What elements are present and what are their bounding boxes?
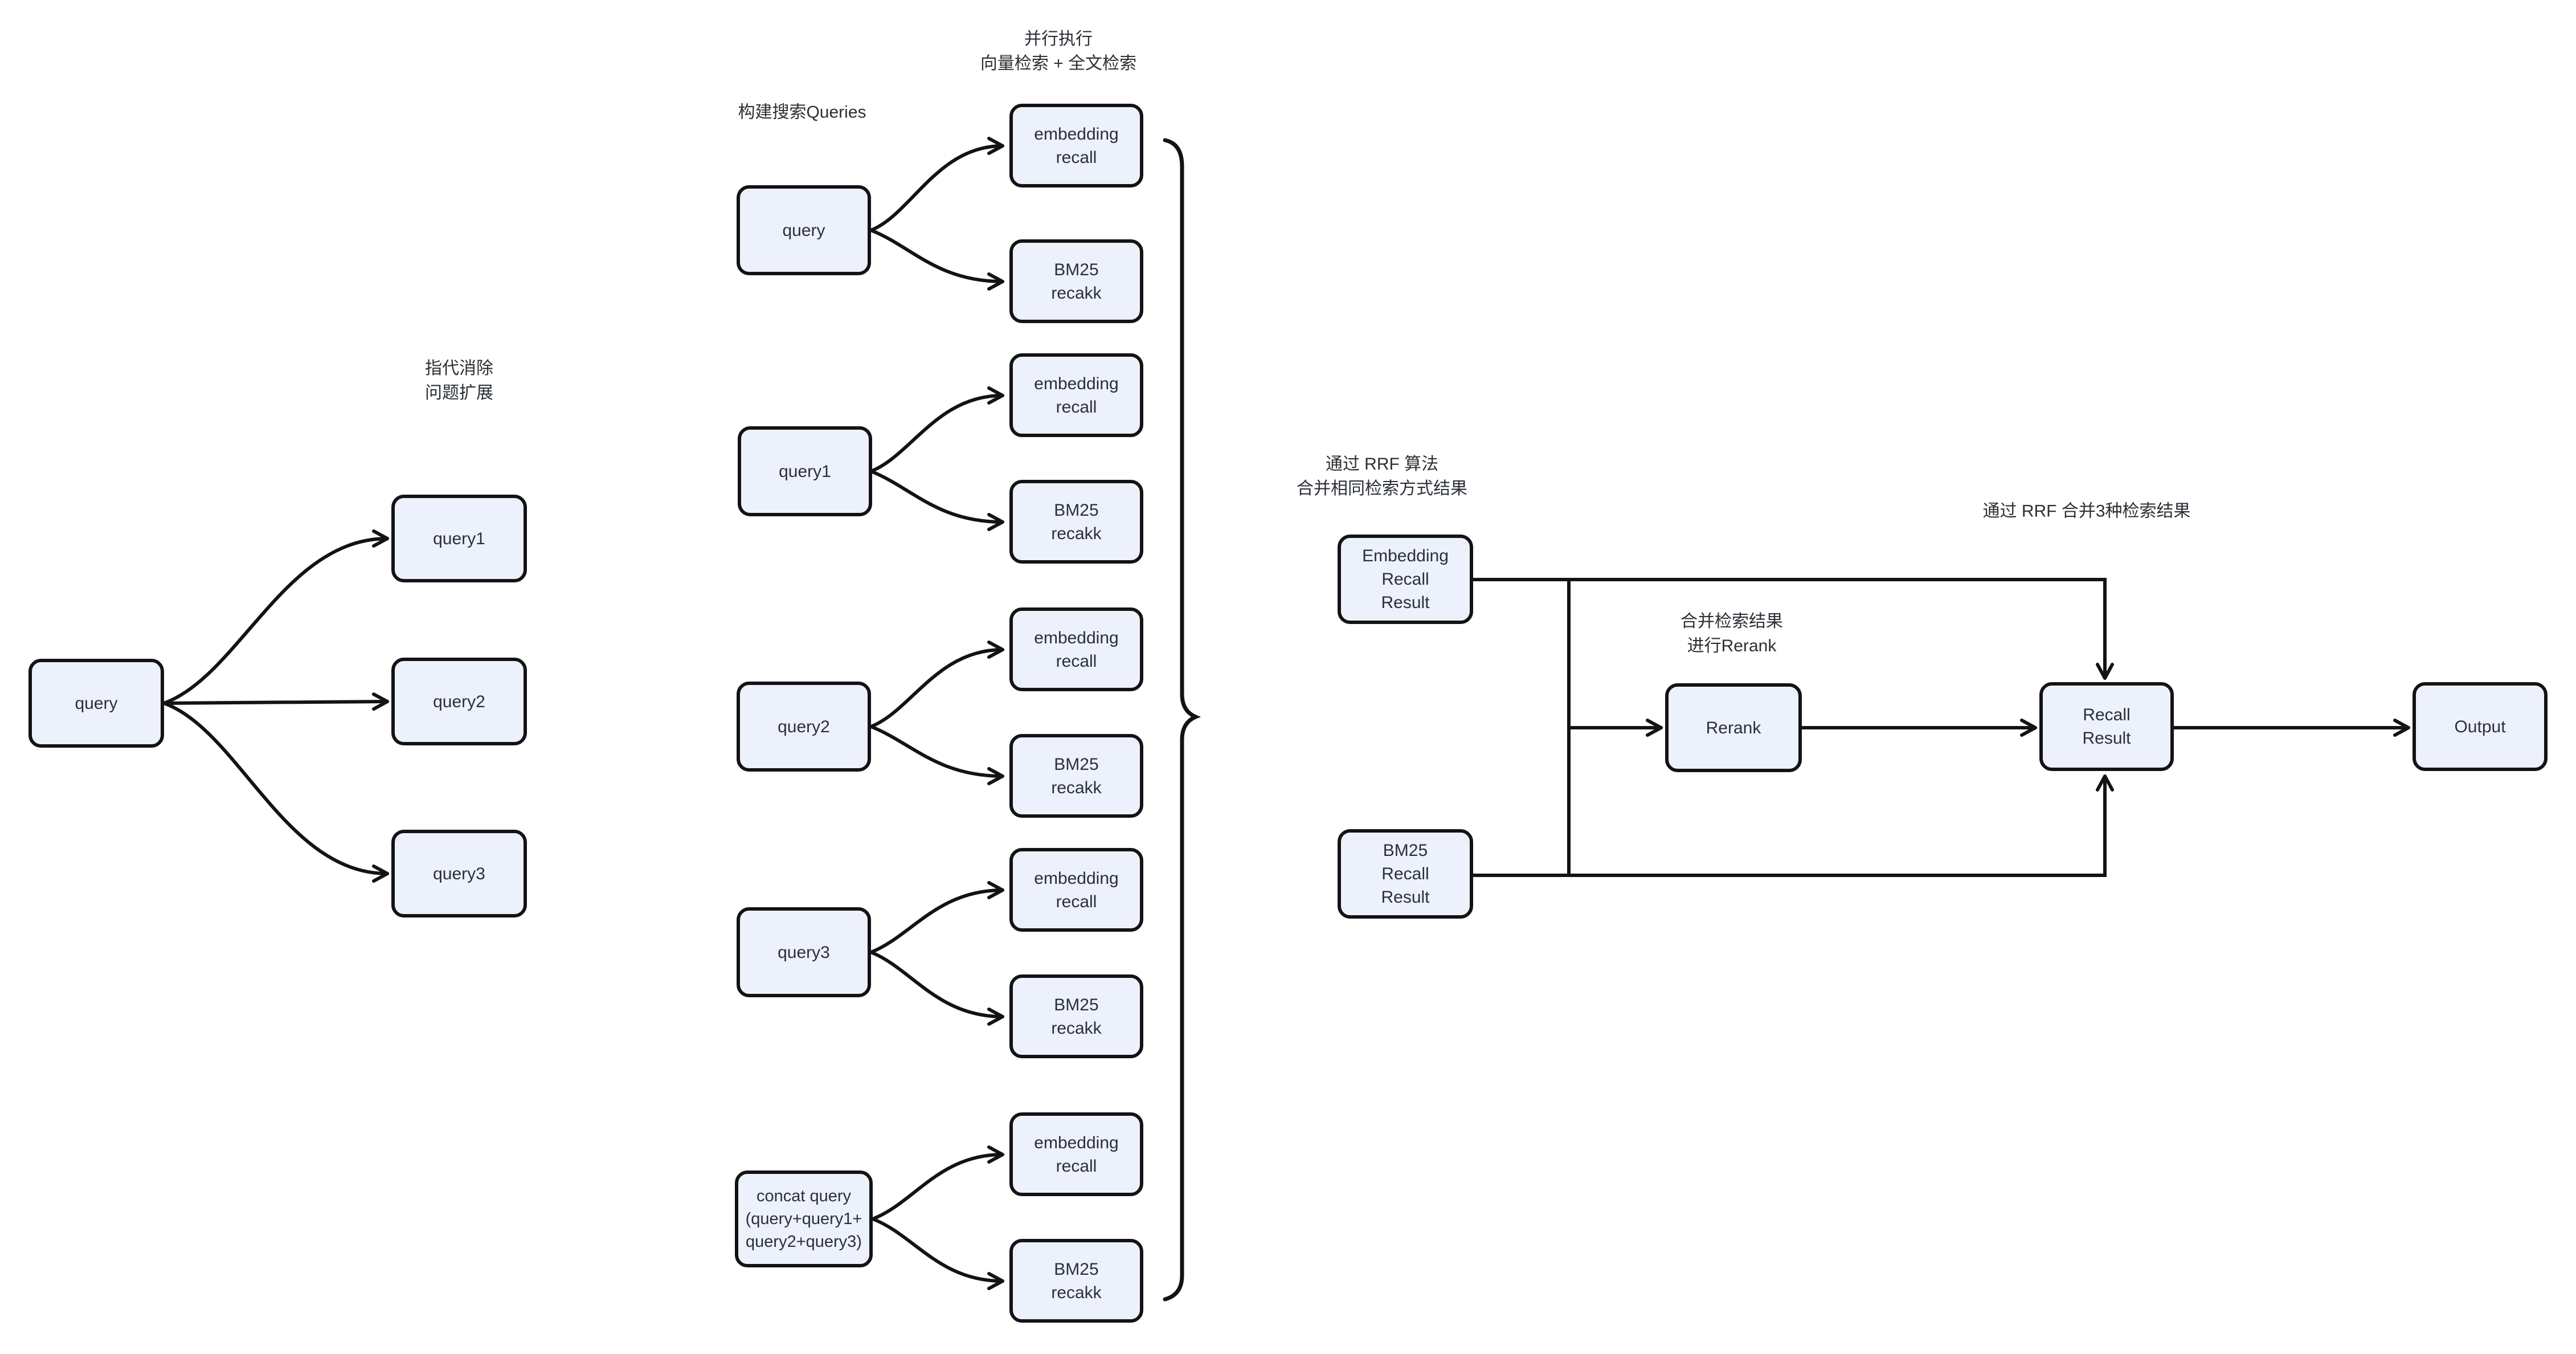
node-query-source: query: [28, 659, 164, 748]
node-concat-query: concat query (query+query1+ query2+query…: [735, 1171, 873, 1267]
node-output: Output: [2413, 682, 2548, 771]
node-bm25-recall-3: BM25 recakk: [1009, 734, 1143, 818]
edge-concat-to-embedding5: [871, 1145, 1004, 1221]
edge-midquery1-to-embedding2: [869, 386, 1004, 473]
node-rerank: Rerank: [1665, 683, 1802, 772]
edge-query-to-query1: [162, 529, 389, 705]
label-build-queries: 构建搜索Queries: [738, 103, 866, 122]
node-query1: query1: [391, 495, 527, 582]
node-query3: query3: [391, 830, 527, 917]
label-merge-rerank: 合并检索结果 进行Rerank: [1680, 612, 1783, 655]
label-rrf-merge-three: 通过 RRF 合并3种检索结果: [1982, 501, 2191, 521]
node-bm25-recall-2: BM25 recakk: [1009, 480, 1143, 564]
edge-midquery-to-embedding1: [869, 137, 1004, 232]
node-recall-result: Recall Result: [2039, 682, 2174, 771]
edge-midquery3-to-bm25-4: [869, 951, 1004, 1026]
edge-midquery2-to-embedding3: [869, 641, 1004, 728]
edge-query-to-query3: [162, 702, 389, 883]
edge-bm25result-to-recallresult: [1471, 774, 2114, 877]
node-mid-query2: query2: [737, 682, 871, 772]
edge-midquery2-to-bm25-3: [869, 725, 1004, 785]
node-bm25-recall-result: BM25 Recall Result: [1338, 829, 1473, 919]
label-coref-expansion: 指代消除 问题扩展: [425, 359, 493, 402]
node-embedding-recall-3: embedding recall: [1009, 607, 1143, 691]
node-bm25-recall-4: BM25 recakk: [1009, 974, 1143, 1058]
edge-midquery3-to-embedding4: [869, 881, 1004, 954]
node-embedding-recall-2: embedding recall: [1009, 353, 1143, 437]
label-parallel-exec: 并行执行 向量检索 + 全文检索: [980, 30, 1137, 73]
node-query2: query2: [391, 658, 527, 745]
edge-embresult-to-recallresult: [1471, 578, 2114, 680]
node-embedding-recall-result: Embedding Recall Result: [1338, 535, 1473, 624]
edge-query-to-query2: [162, 692, 389, 711]
node-bm25-recall-5: BM25 recakk: [1009, 1239, 1143, 1323]
node-mid-query1: query1: [738, 426, 872, 516]
node-mid-query3: query3: [737, 907, 871, 997]
node-bm25-recall-1: BM25 recakk: [1009, 239, 1143, 323]
edge-midquery1-to-bm25-2: [869, 470, 1004, 531]
node-embedding-recall-4: embedding recall: [1009, 848, 1143, 932]
node-embedding-recall-1: embedding recall: [1009, 104, 1143, 187]
curly-brace: [1163, 138, 1201, 1302]
edge-concat-to-bm25-5: [871, 1217, 1004, 1290]
label-rrf-merge-same: 通过 RRF 算法 合并相同检索方式结果: [1297, 455, 1467, 498]
node-embedding-recall-5: embedding recall: [1009, 1112, 1143, 1196]
node-mid-query: query: [737, 185, 871, 275]
edge-midquery-to-bm25-1: [869, 229, 1004, 291]
